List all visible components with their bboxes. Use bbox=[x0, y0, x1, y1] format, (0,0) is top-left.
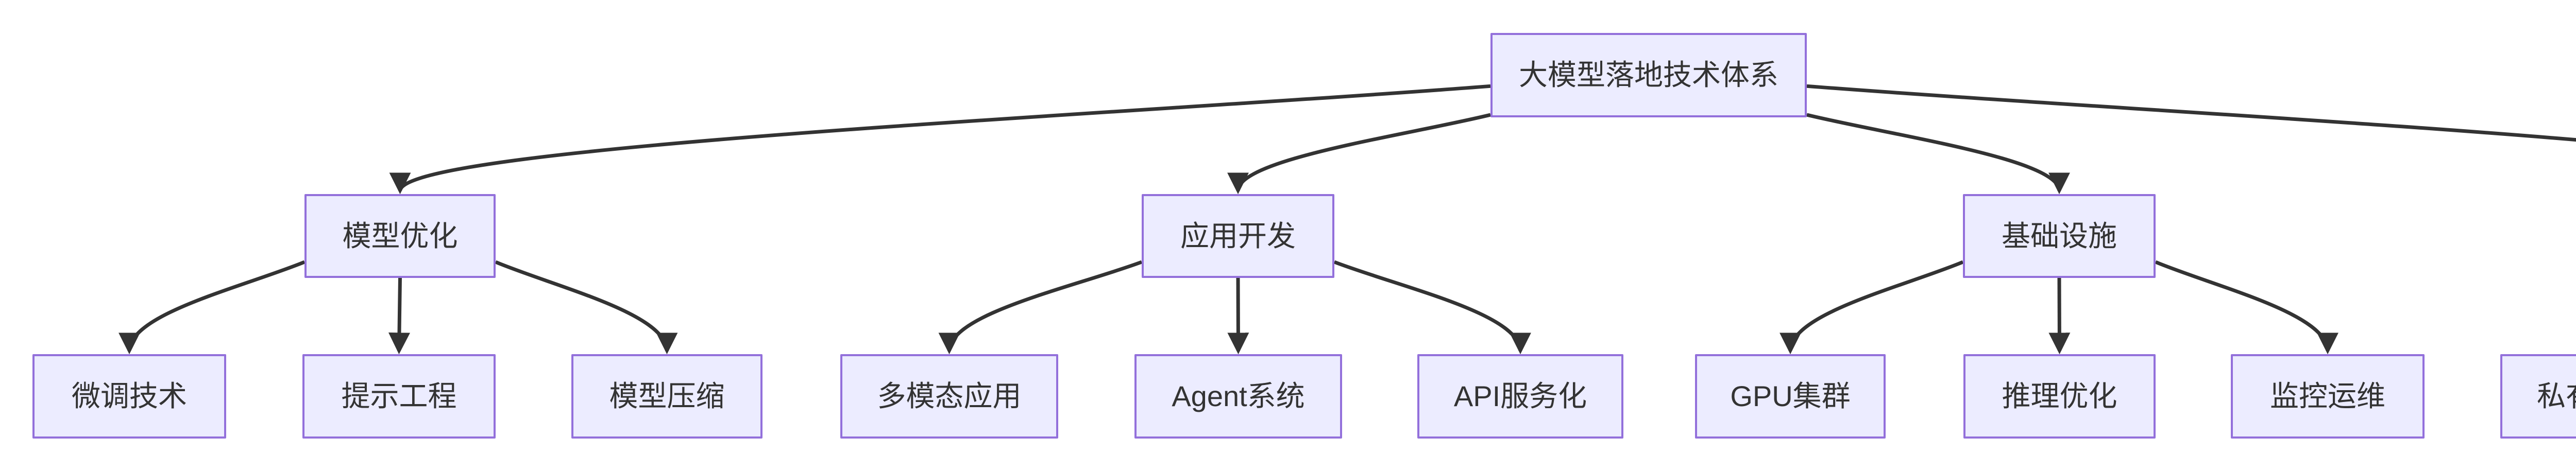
node-model-compression: 模型压缩 bbox=[571, 354, 762, 439]
node-prompt-engineering: 提示工程 bbox=[302, 354, 496, 439]
edge-model-optimization-model-compression bbox=[495, 260, 678, 355]
node-agent-system: Agent系统 bbox=[1134, 354, 1342, 439]
edge-infrastructure-inference-optimization bbox=[2048, 277, 2071, 355]
edge-app-development-agent-system bbox=[1227, 277, 1249, 355]
node-inference-optimization: 推理优化 bbox=[1963, 354, 2156, 439]
node-api-service: API服务化 bbox=[1417, 354, 1623, 439]
edge-root-app-development bbox=[1227, 113, 1491, 195]
node-infrastructure: 基础设施 bbox=[1963, 194, 2156, 278]
node-private-deployment: 私有化部署 bbox=[2500, 354, 2576, 439]
node-monitoring-ops: 监控运维 bbox=[2231, 354, 2425, 439]
edge-model-optimization-fine-tuning bbox=[118, 260, 306, 355]
node-root: 大模型落地技术体系 bbox=[1490, 33, 1807, 117]
node-multimodal-apps: 多模态应用 bbox=[840, 354, 1058, 439]
edge-root-enterprise-integration bbox=[1806, 84, 2576, 142]
edge-root-model-optimization bbox=[389, 84, 1491, 195]
edge-app-development-api-service bbox=[1333, 260, 1531, 355]
node-app-development: 应用开发 bbox=[1142, 194, 1334, 278]
edge-model-optimization-prompt-engineering bbox=[388, 277, 411, 355]
edge-root-infrastructure bbox=[1806, 113, 2070, 195]
node-fine-tuning: 微调技术 bbox=[32, 354, 226, 439]
node-model-optimization: 模型优化 bbox=[304, 194, 496, 278]
edge-app-development-multimodal-apps bbox=[938, 260, 1143, 355]
node-gpu-cluster: GPU集群 bbox=[1695, 354, 1886, 439]
edge-infrastructure-gpu-cluster bbox=[1780, 260, 1964, 355]
edge-infrastructure-monitoring-ops bbox=[2155, 260, 2338, 355]
